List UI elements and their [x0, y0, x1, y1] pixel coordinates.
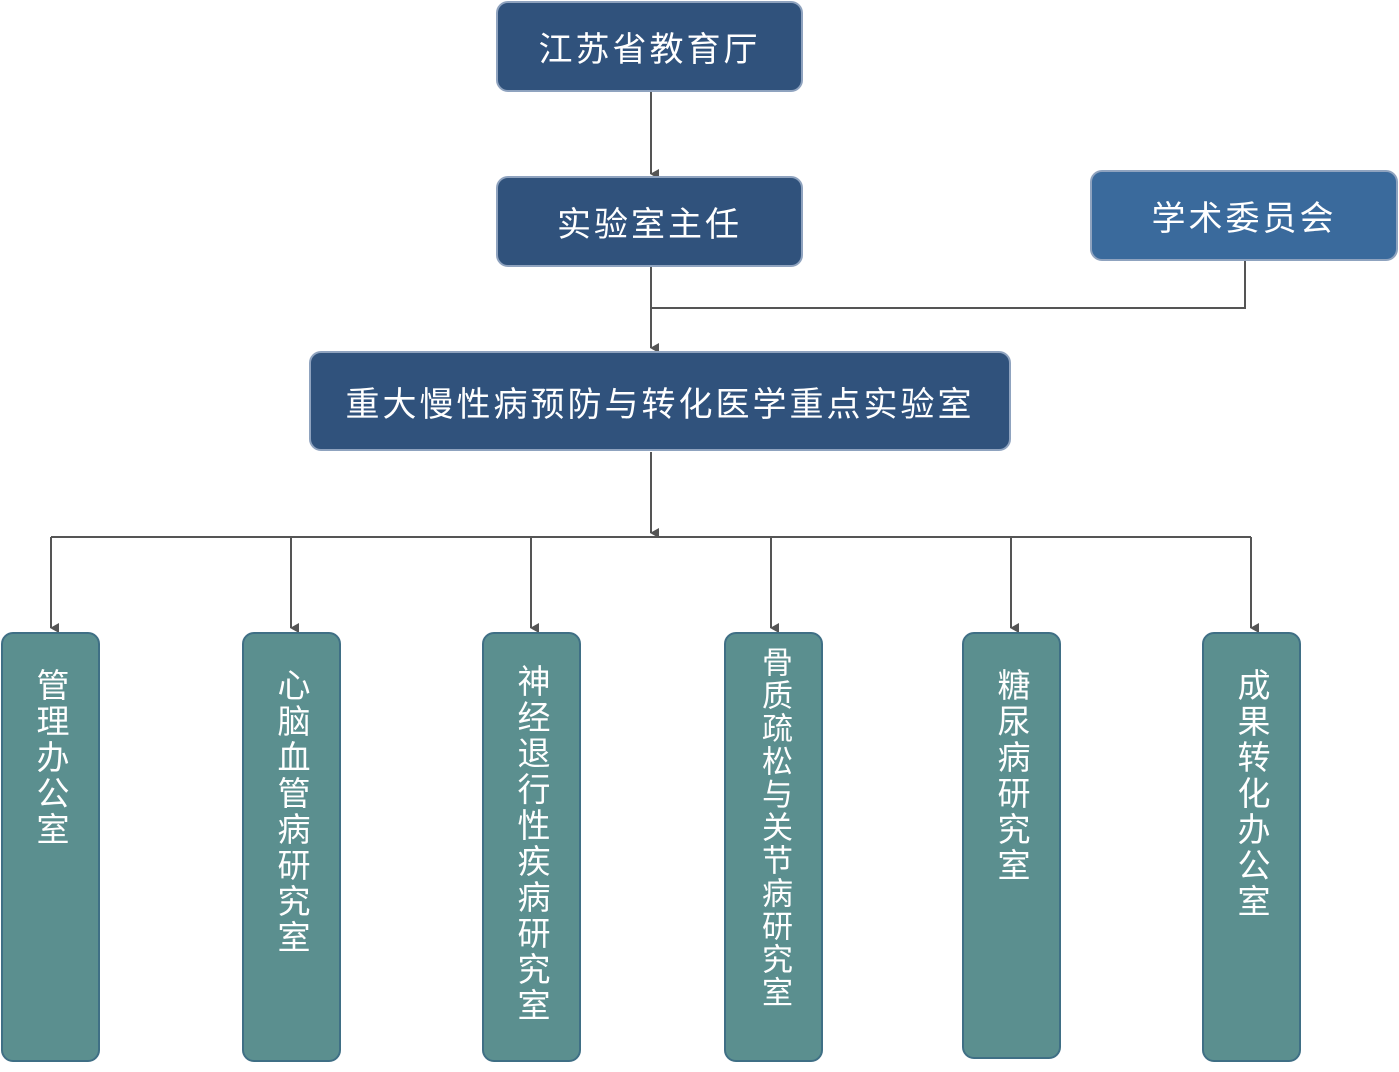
node-academic-committee-label: 学术委员会 — [1151, 199, 1337, 239]
dept-osteoporosis-joint-lab: 骨质疏松与关节病研究室 — [724, 632, 823, 1062]
node-education-department-label: 江苏省教育厅 — [538, 30, 761, 70]
dept-diabetes-lab-label: 糖尿病研究室 — [992, 668, 1031, 884]
dept-cardiovascular-lab-label: 心脑血管病研究室 — [272, 668, 311, 956]
node-lab-director: 实验室主任 — [496, 176, 803, 267]
dept-osteoporosis-joint-lab-label: 骨质疏松与关节病研究室 — [756, 646, 792, 1009]
dept-achievement-transfer-office: 成果转化办公室 — [1202, 632, 1301, 1062]
dept-cardiovascular-lab: 心脑血管病研究室 — [242, 632, 341, 1062]
dept-diabetes-lab: 糖尿病研究室 — [962, 632, 1061, 1059]
line-committee-to-lab — [651, 261, 1246, 309]
dept-achievement-transfer-office-label: 成果转化办公室 — [1232, 668, 1271, 920]
dept-neurodegenerative-lab-label: 神经退行性疾病研究室 — [512, 664, 551, 1024]
node-education-department: 江苏省教育厅 — [496, 1, 803, 92]
dept-management-office-label: 管理办公室 — [31, 668, 70, 848]
node-academic-committee: 学术委员会 — [1090, 170, 1398, 261]
node-key-laboratory-label: 重大慢性病预防与转化医学重点实验室 — [345, 384, 975, 425]
node-lab-director-label: 实验室主任 — [557, 205, 742, 245]
node-key-laboratory: 重大慢性病预防与转化医学重点实验室 — [309, 351, 1011, 451]
dept-neurodegenerative-lab: 神经退行性疾病研究室 — [482, 632, 581, 1062]
dept-management-office: 管理办公室 — [1, 632, 100, 1062]
